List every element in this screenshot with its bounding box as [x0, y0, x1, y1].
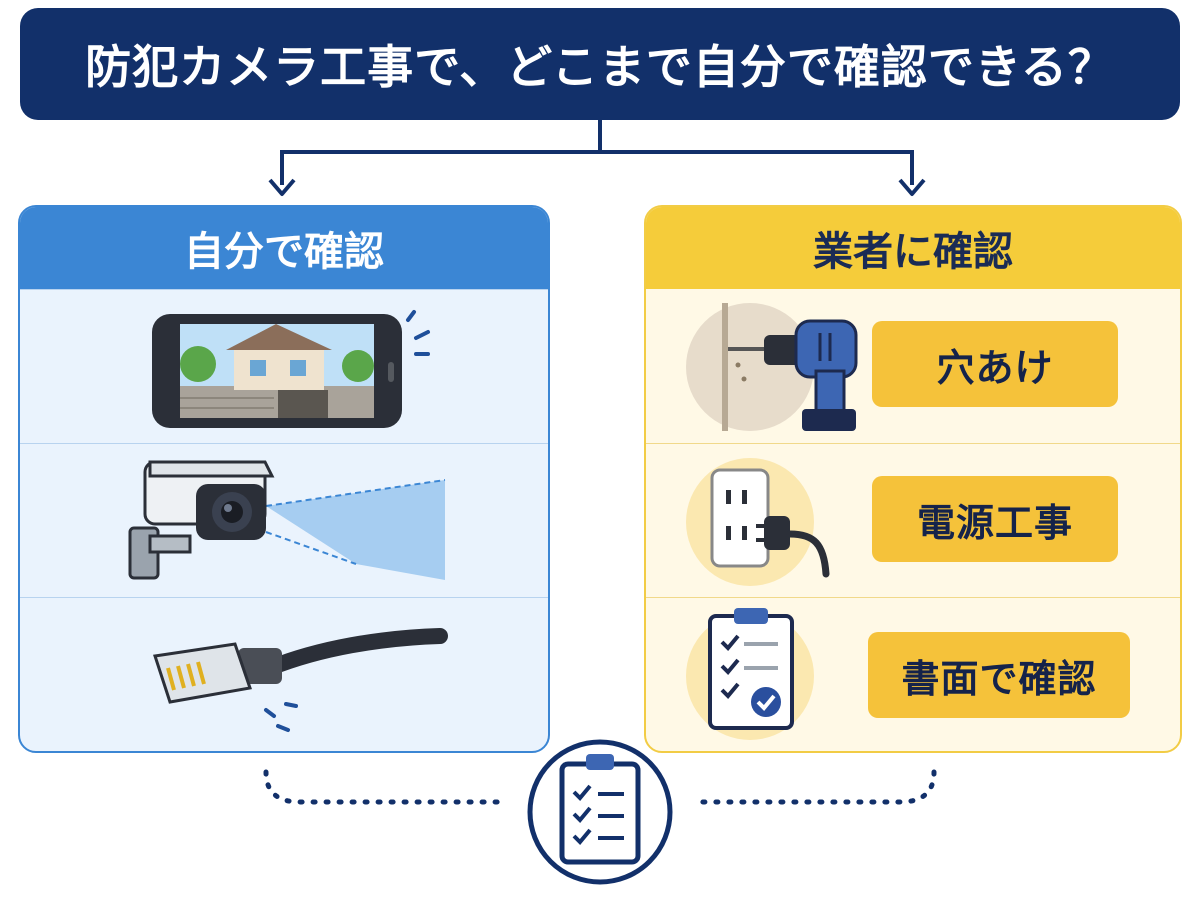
drilling-tag: 穴あけ	[872, 321, 1118, 407]
power-drill-icon	[686, 303, 858, 431]
self-check-row-monitor	[20, 289, 548, 443]
smartphone-house-view-icon	[152, 310, 430, 428]
security-camera-icon	[128, 460, 446, 580]
contractor-row-drilling: 穴あけ	[646, 289, 1180, 443]
lan-cable-icon	[153, 628, 448, 732]
self-check-panel: 自分で確認	[18, 205, 550, 753]
clipboard-checklist-icon	[686, 608, 814, 740]
contractor-check-panel: 業者に確認 穴あけ 電源工事	[644, 205, 1182, 753]
self-check-row-cable	[20, 597, 548, 751]
contractor-row-power: 電源工事	[646, 443, 1180, 597]
page-title: 防犯カメラ工事で、どこまで自分で確認できる？	[85, 40, 1115, 94]
summary-clipboard-icon	[527, 739, 673, 885]
written-confirmation-tag: 書面で確認	[868, 632, 1130, 718]
contractor-check-heading: 業者に確認	[646, 207, 1180, 289]
branch-connector	[268, 120, 926, 196]
self-check-row-camera	[20, 443, 548, 597]
title-banner: 防犯カメラ工事で、どこまで自分で確認できる？	[20, 8, 1180, 120]
power-outlet-icon	[686, 458, 830, 586]
power-work-tag: 電源工事	[872, 476, 1118, 562]
self-check-heading: 自分で確認	[20, 207, 548, 289]
contractor-row-documents: 書面で確認	[646, 597, 1180, 751]
